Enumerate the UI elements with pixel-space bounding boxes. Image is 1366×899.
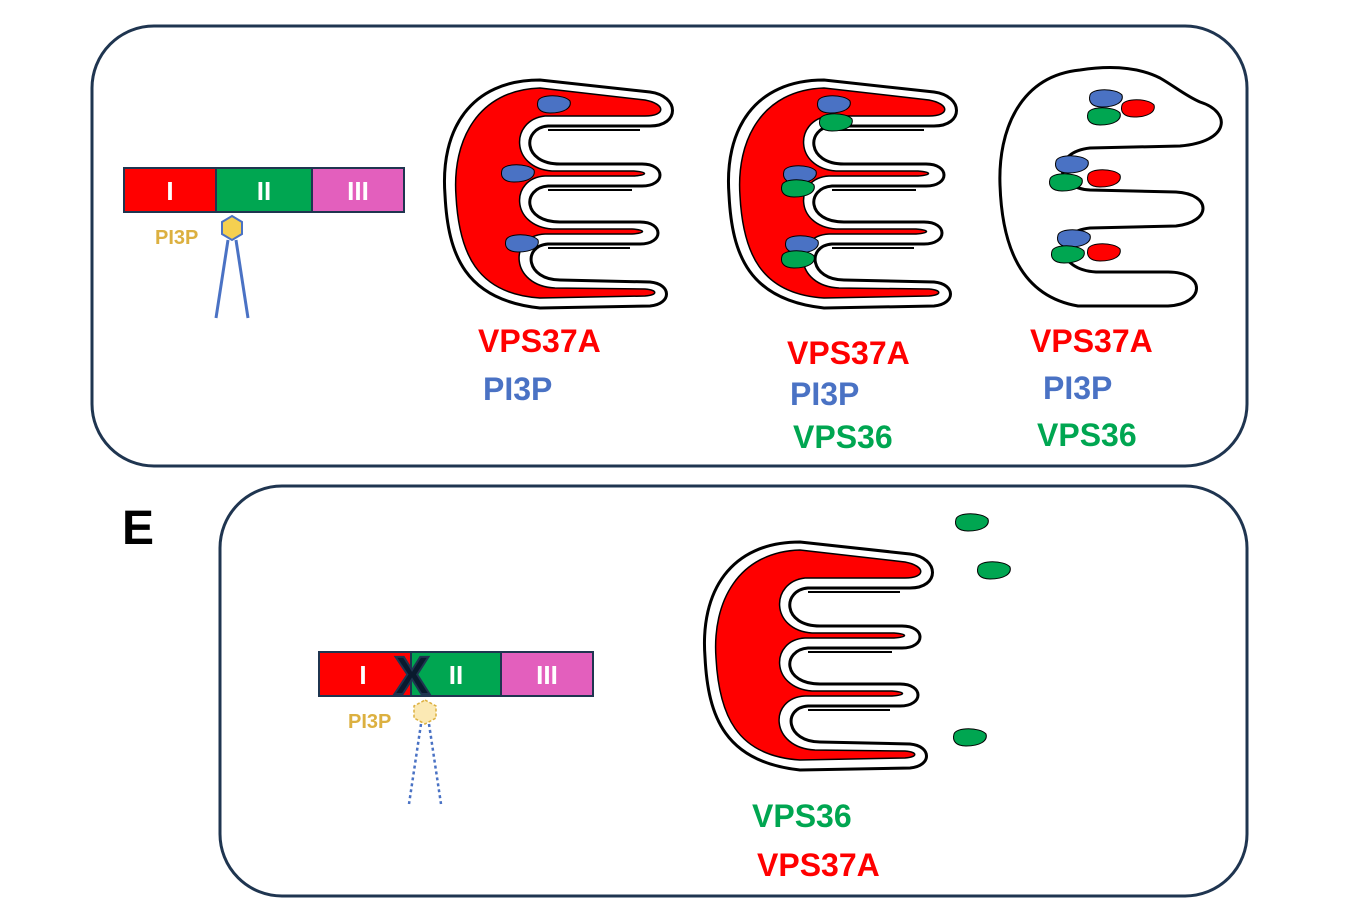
domain-segment-2	[410, 651, 502, 697]
domain-segment-2	[215, 167, 313, 213]
pi3p-blob-icon	[505, 234, 539, 253]
lipid-tail-left	[407, 723, 423, 805]
phagophore-state-2: VPS37A PI3P VPS36	[726, 78, 958, 455]
unbound-pi3p-lipid: PI3P	[348, 699, 443, 805]
pi3p-lipid: PI3P	[155, 214, 250, 319]
lipid-tail-right	[427, 723, 443, 805]
panel-e: I II III X PI3P VPS36 VPS37A	[218, 484, 1249, 898]
pi3p-blob-icon	[1057, 229, 1091, 248]
phagophore-mutant: VPS36 VPS37A	[702, 513, 1011, 883]
vps36-blob-icon	[1051, 245, 1085, 264]
lipid-tail-left	[214, 239, 230, 319]
phagophore-state-1: VPS37A PI3P	[442, 78, 674, 407]
vps36-blob-icon	[781, 250, 815, 269]
state-3-label-vps37a: VPS37A	[1030, 323, 1153, 359]
vps36-blob-icon	[1049, 173, 1083, 192]
vps36-blob-icon	[955, 513, 989, 532]
vps37a-blob-icon	[1087, 243, 1121, 262]
vps36-blob-icon	[953, 728, 987, 747]
pi3p-blob-icon	[817, 95, 851, 114]
lipid-tail-right	[234, 239, 250, 319]
domain-segment-3	[500, 651, 594, 697]
domain-label-2: II	[257, 176, 271, 206]
pi3p-headgroup-icon	[221, 214, 243, 242]
pi3p-blob-icon	[1089, 89, 1123, 108]
state-1-label-pi3p: PI3P	[483, 371, 552, 407]
mutant-label-vps37a: VPS37A	[757, 847, 880, 883]
mutant-domain-bar: I II III X	[318, 645, 594, 707]
vps37a-domain-bar: I II III	[123, 167, 405, 213]
vps36-blob-icon	[977, 561, 1011, 580]
panel-d: I II III PI3P VPS37A PI3P	[90, 24, 1249, 468]
state-2-label-pi3p: PI3P	[790, 376, 859, 412]
state-2-label-vps37a: VPS37A	[787, 335, 910, 371]
pi3p-blob-icon	[501, 164, 535, 183]
vps37a-blob-icon	[1087, 169, 1121, 188]
panel-d-frame	[90, 24, 1249, 468]
empty-membrane-cup	[998, 66, 1223, 308]
domain-label-3: III	[536, 660, 558, 690]
domain-label-1: I	[166, 176, 173, 206]
domain-label-3: III	[347, 176, 369, 206]
state-2-label-vps36: VPS36	[793, 419, 893, 455]
domain-segment-1	[123, 167, 217, 213]
pi3p-blob-icon	[1055, 155, 1089, 174]
vps37a-blob-icon	[1121, 99, 1155, 118]
domain-segment-3	[311, 167, 405, 213]
panel-e-letter: E	[122, 502, 154, 555]
phagophore-state-3: VPS37A PI3P VPS36	[998, 66, 1223, 453]
pi3p-blob-icon	[785, 235, 819, 254]
domain-label-1: I	[359, 660, 366, 690]
pi3p-headgroup-icon	[413, 699, 437, 725]
state-1-label-vps37a: VPS37A	[478, 323, 601, 359]
vps36-blob-icon	[819, 113, 853, 132]
vps36-blob-icon	[1087, 107, 1121, 126]
state-3-label-pi3p: PI3P	[1043, 370, 1112, 406]
state-3-label-vps36: VPS36	[1037, 417, 1137, 453]
pi3p-lipid-label: PI3P	[348, 711, 391, 733]
panel-e-frame	[218, 484, 1249, 898]
domain-segment-1	[318, 651, 412, 697]
vps36-blob-icon	[781, 179, 815, 198]
mutation-x-icon: X	[394, 646, 430, 706]
domain-label-2: II	[449, 660, 463, 690]
mutant-label-vps36: VPS36	[752, 798, 852, 834]
pi3p-blob-icon	[537, 95, 571, 114]
pi3p-lipid-label: PI3P	[155, 227, 198, 249]
